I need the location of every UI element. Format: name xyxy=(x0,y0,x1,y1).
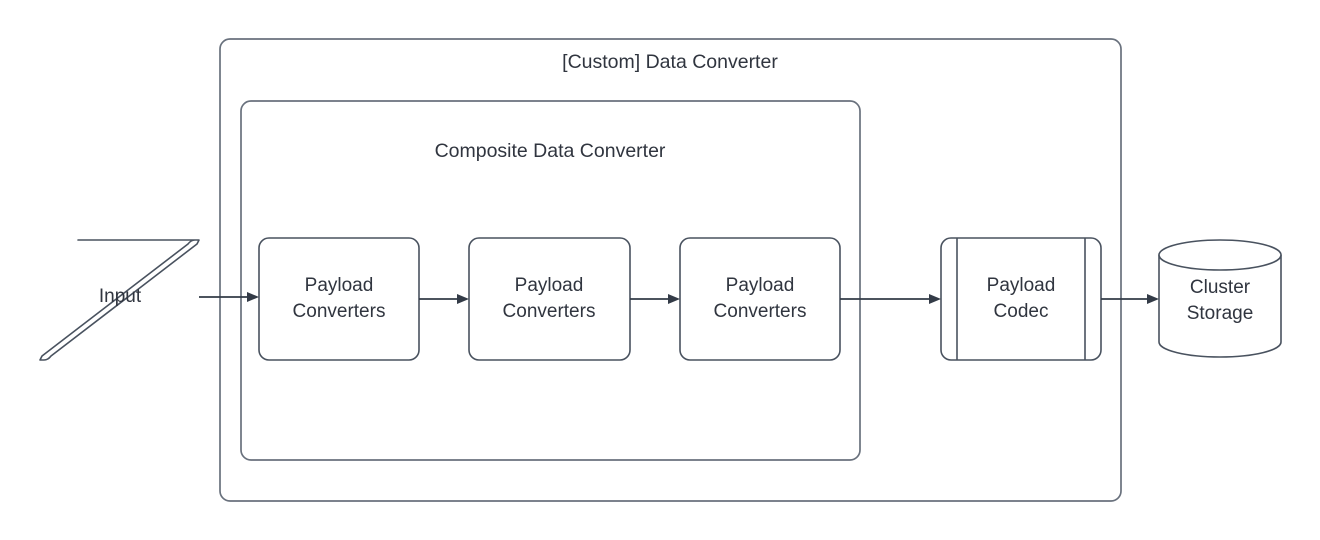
cluster-storage-label-line1: Cluster xyxy=(1190,277,1251,298)
payload-converters-3-label-line1: Payload xyxy=(726,275,795,296)
node-payload-converters-1[interactable]: Payload Converters xyxy=(258,237,420,361)
composite-data-converter-label: Composite Data Converter xyxy=(435,140,666,162)
arrow-head-icon xyxy=(1147,294,1159,304)
payload-codec-shape xyxy=(940,237,1102,361)
payload-codec-label-line1: Payload xyxy=(987,275,1056,296)
connector-payload-converters-3-to-payload-codec xyxy=(840,294,941,304)
payload-converters-1-shape xyxy=(258,237,420,361)
input-label: Input xyxy=(99,286,142,307)
node-payload-codec[interactable]: Payload Codec xyxy=(940,237,1102,361)
arrow-head-icon xyxy=(668,294,680,304)
custom-data-converter-label: [Custom] Data Converter xyxy=(562,51,778,73)
custom-data-converter-border xyxy=(219,38,1122,502)
cluster-storage-top-ellipse xyxy=(1158,239,1282,271)
payload-converters-3-shape xyxy=(679,237,841,361)
node-input[interactable]: Input xyxy=(39,239,200,361)
node-payload-converters-3[interactable]: Payload Converters xyxy=(679,237,841,361)
cluster-storage-label-line2: Storage xyxy=(1187,303,1254,324)
connector-payload-converters-2-to-3 xyxy=(630,294,680,304)
payload-converters-2-label-line1: Payload xyxy=(515,275,584,296)
connector-payload-converters-1-to-2 xyxy=(419,294,469,304)
input-shape xyxy=(39,239,200,361)
payload-converters-1-label-line1: Payload xyxy=(305,275,374,296)
connector-payload-codec-to-cluster-storage xyxy=(1101,294,1159,304)
payload-converters-2-shape xyxy=(468,237,631,361)
node-payload-converters-2[interactable]: Payload Converters xyxy=(468,237,631,361)
payload-converters-2-label-line2: Converters xyxy=(503,301,596,322)
payload-converters-3-label-line2: Converters xyxy=(714,301,807,322)
payload-converters-1-label-line2: Converters xyxy=(293,301,386,322)
node-cluster-storage[interactable]: Cluster Storage xyxy=(1158,239,1282,358)
connector-input-to-payload-converters-1 xyxy=(199,292,259,302)
arrow-head-icon xyxy=(247,292,259,302)
composite-data-converter-border xyxy=(240,100,861,461)
container-composite-data-converter[interactable]: Composite Data Converter xyxy=(240,100,861,461)
cluster-storage-body xyxy=(1158,254,1282,358)
container-custom-data-converter[interactable]: [Custom] Data Converter xyxy=(219,38,1122,502)
arrow-head-icon xyxy=(457,294,469,304)
payload-codec-label-line2: Codec xyxy=(994,301,1049,322)
arrow-head-icon xyxy=(929,294,941,304)
